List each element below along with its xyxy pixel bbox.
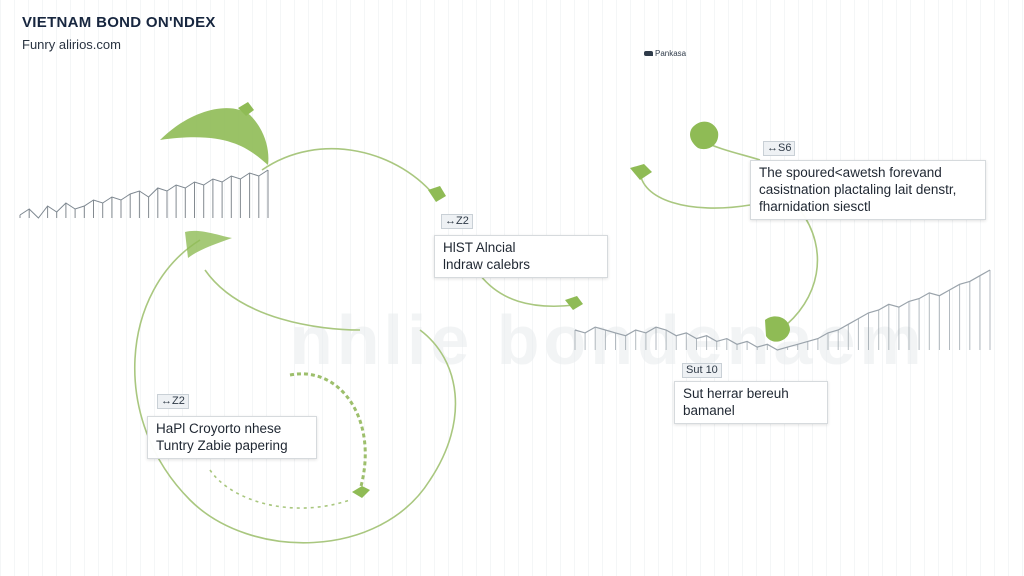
callout-line: Tuntry Zabie papering bbox=[156, 438, 288, 453]
callout-line: lndraw calebrs bbox=[443, 257, 531, 272]
leaf-spray bbox=[630, 164, 652, 180]
callout-tag: ↔S6 bbox=[763, 141, 796, 156]
series-left-bars bbox=[19, 170, 269, 218]
chart-header: VIETNAM BOND ON'NDEX Funry alirios.com bbox=[22, 14, 216, 52]
connector-curve bbox=[639, 169, 751, 209]
leaf-spray bbox=[765, 316, 790, 342]
callout-tag: ↔Z2 bbox=[157, 394, 189, 409]
connector-curve bbox=[133, 239, 457, 544]
callout-line: bamanel bbox=[683, 403, 735, 418]
leaf-spray bbox=[565, 296, 583, 310]
chart-title: VIETNAM BOND ON'NDEX bbox=[22, 14, 216, 31]
connector-curve bbox=[479, 274, 576, 308]
series-right-polyline bbox=[574, 269, 991, 351]
callout-line: fharnidation siesctl bbox=[759, 199, 871, 214]
connector-curve bbox=[209, 469, 351, 509]
callout-line: HaPl Croyorto nhese bbox=[156, 421, 282, 436]
connector-curve bbox=[204, 269, 361, 331]
top-badge: Pankasa bbox=[644, 49, 686, 58]
connector-curves bbox=[133, 139, 819, 544]
leaf-spray bbox=[185, 230, 232, 258]
chart-subtitle: Funry alirios.com bbox=[22, 37, 121, 52]
leaf-spray bbox=[690, 121, 719, 150]
connector-curve bbox=[261, 148, 439, 201]
connector-curve bbox=[289, 372, 367, 491]
callout-line: Sut herrar bereuh bbox=[683, 386, 789, 401]
callout-tag: ↔Z2 bbox=[441, 214, 473, 229]
top-badge-label: Pankasa bbox=[655, 49, 687, 58]
leaf-spray bbox=[352, 486, 370, 498]
callout-box: HlST Alncial lndraw calebrs bbox=[434, 235, 608, 278]
leaf-spray bbox=[238, 102, 254, 116]
callout-box: The spoured<awetsh forevand casistnation… bbox=[750, 160, 986, 220]
series-left-polyline bbox=[19, 169, 269, 219]
connector-curve bbox=[779, 209, 819, 331]
callout-box: Sut herrar bereuh bamanel bbox=[674, 381, 828, 424]
series-right-line bbox=[574, 270, 991, 350]
leaf-decorations bbox=[160, 102, 790, 498]
callout-box: HaPl Croyorto nhese Tuntry Zabie paperin… bbox=[147, 416, 317, 459]
leaf-spray bbox=[428, 186, 446, 202]
leaf-spray bbox=[160, 108, 269, 165]
callout-line: HlST Alncial bbox=[443, 240, 516, 255]
callout-line: casistnation plactaling lait denstr, bbox=[759, 182, 957, 197]
callout-line: The spoured<awetsh forevand bbox=[759, 165, 942, 180]
callout-tag: Sut 10 bbox=[682, 363, 722, 378]
badge-icon bbox=[644, 51, 653, 56]
